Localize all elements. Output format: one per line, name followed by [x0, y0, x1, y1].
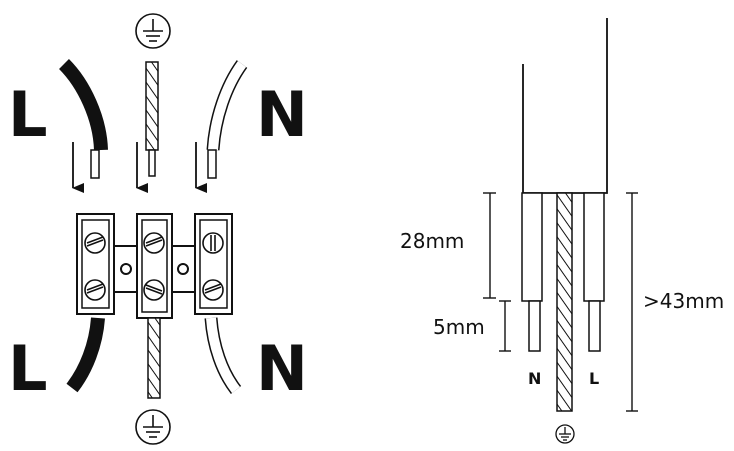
terminal-block [76, 213, 233, 319]
screw-live-bottom [84, 279, 106, 301]
right-cable-diagram: 28mm 5mm >43mm N L [400, 18, 724, 444]
left-terminal-diagram: L N L N [8, 13, 308, 445]
live-wire-bottom [66, 317, 105, 393]
live-wire-top-tip [90, 149, 100, 179]
screw-earth-bottom [143, 279, 165, 301]
neutral-wire-bottom [206, 317, 241, 394]
label-neutral-top: N [256, 78, 308, 151]
dim-conductor-length: 28mm [400, 229, 464, 253]
neutral-wire-top [208, 61, 247, 151]
earth-symbol-bottom [135, 409, 171, 445]
conductor-label-neutral: N [528, 369, 541, 388]
label-live-top: L [8, 78, 48, 151]
live-wire-top [58, 59, 108, 151]
earth-wire-bottom [147, 317, 161, 399]
screw-neutral-top [202, 232, 224, 254]
screw-earth-top [143, 232, 165, 254]
conductor-label-live: L [589, 369, 599, 388]
neutral-conductor [521, 192, 543, 302]
dim-strip-length: 5mm [433, 315, 485, 339]
terminal-screws [84, 232, 224, 301]
dimension-lines [483, 192, 638, 412]
live-stripped-end [588, 300, 601, 352]
earth-wire-top-tip [148, 149, 156, 177]
screw-neutral-bottom [202, 279, 224, 301]
neutral-wire-top-tip [207, 149, 217, 179]
earth-symbol-right [555, 424, 575, 444]
dim-earth-length: >43mm [643, 289, 724, 313]
label-live-bottom: L [8, 332, 48, 405]
neutral-stripped-end [528, 300, 541, 352]
label-neutral-bottom: N [256, 332, 308, 405]
earth-conductor [556, 192, 573, 412]
earth-symbol-top [135, 13, 171, 49]
live-conductor [583, 192, 605, 302]
earth-wire-top [145, 61, 159, 151]
screw-live-top [84, 232, 106, 254]
cable-sheath [522, 18, 608, 194]
